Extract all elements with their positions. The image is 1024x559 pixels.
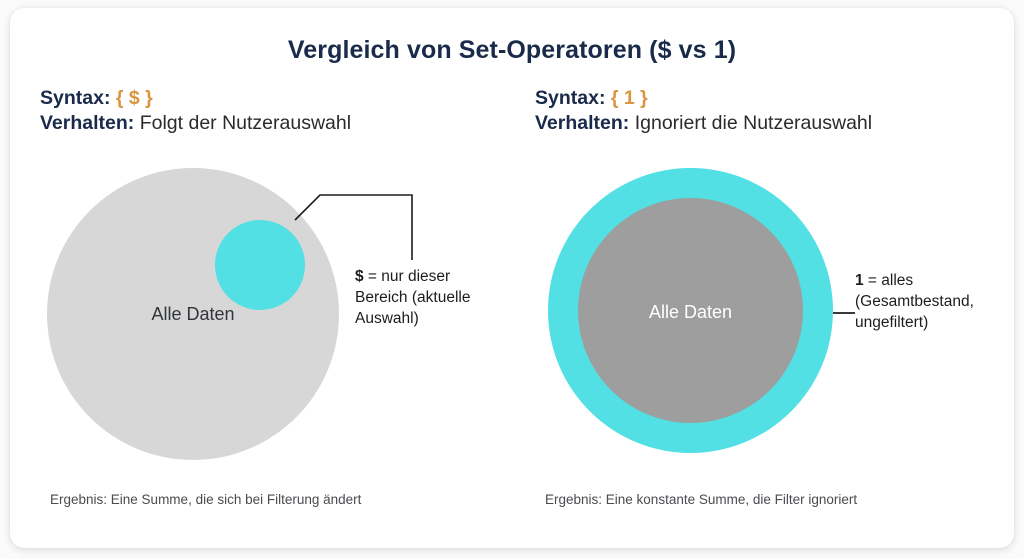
all-data-label-left: Alle Daten [151,304,235,324]
left-syntax-value: { $ } [115,87,153,109]
left-syntax-label: Syntax: [40,87,111,109]
right-syntax-value: { 1 } [610,87,648,109]
annotation-one-text: = alles (Gesamtbestand, ungefiltert) [855,272,974,331]
all-data-circle-left [47,168,339,460]
right-behavior-label: Verhalten: [535,112,630,134]
annotation-dollar-key: $ [355,268,364,285]
page-title: Vergleich von Set-Operatoren ($ vs 1) [287,36,737,64]
caption-left: Ergebnis: Eine Summe, die sich bei Filte… [50,492,362,507]
leader-line-left [294,194,413,260]
right-behavior-line: Verhalten: Ignoriert die Nutzerauswahl [535,111,1005,136]
right-behavior-value: Ignoriert die Nutzerauswahl [634,112,873,134]
current-selection-circle [215,220,305,310]
panel-dollar-operator: Syntax: { $ } Verhalten: Folgt der Nutze… [40,86,510,136]
caption-right: Ergebnis: Eine konstante Summe, die Filt… [545,492,858,507]
panel-one-operator: Syntax: { 1 } Verhalten: Ignoriert die N… [535,86,1005,136]
annotation-one-key: 1 [855,272,864,289]
left-behavior-label: Verhalten: [40,112,135,134]
annotation-one: 1 = alles (Gesamtbestand, ungefiltert) [855,270,1005,333]
left-syntax-line: Syntax: { $ } [40,86,510,111]
all-data-circle-right [578,198,803,423]
all-data-label-right: Alle Daten [648,302,733,322]
right-syntax-line: Syntax: { 1 } [535,86,1005,111]
total-set-ring [548,168,833,453]
diagram-card: Vergleich von Set-Operatoren ($ vs 1) Sy… [10,8,1014,548]
annotation-dollar: $ = nur dieser Bereich (aktuelle Auswahl… [355,266,495,329]
left-behavior-line: Verhalten: Folgt der Nutzerauswahl [40,111,510,136]
annotation-dollar-text: = nur dieser Bereich (aktuelle Auswahl) [355,268,471,327]
left-behavior-value: Folgt der Nutzerauswahl [139,112,352,134]
right-syntax-label: Syntax: [535,87,606,109]
